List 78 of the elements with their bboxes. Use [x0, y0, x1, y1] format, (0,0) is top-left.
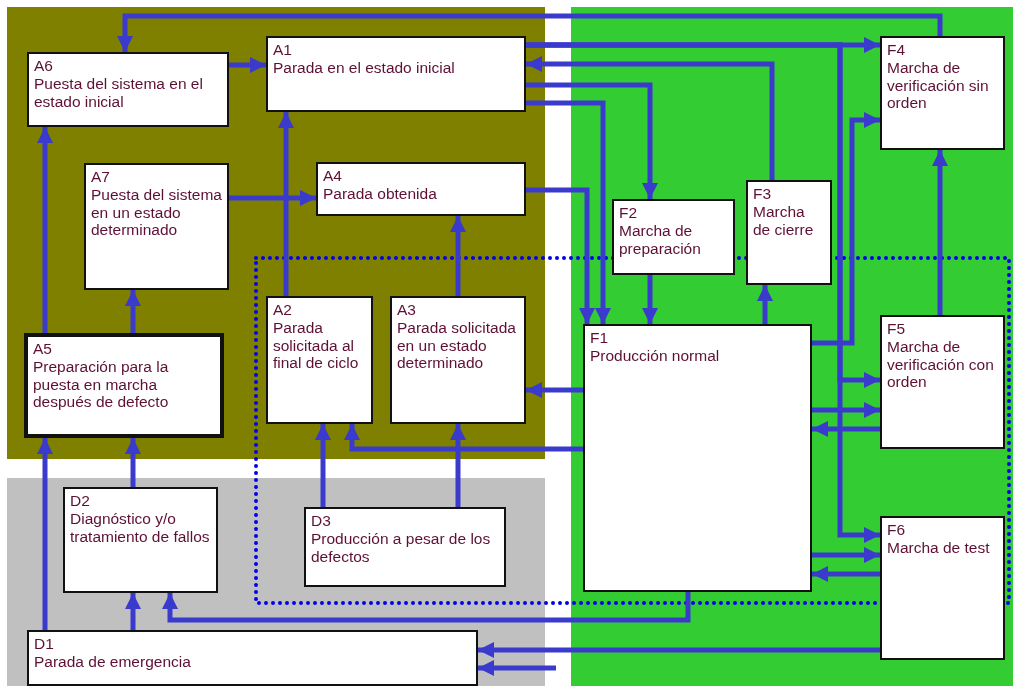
state-box — [612, 199, 735, 275]
arrow — [37, 127, 53, 333]
state-label: Marcha de verificación sin orden — [887, 58, 990, 113]
arrow — [812, 566, 880, 582]
arrow — [526, 187, 595, 324]
state-code: F4 — [887, 41, 907, 59]
arrow — [812, 112, 880, 346]
state-label: Parada en el estado inicial — [273, 58, 456, 77]
state-label: Marcha de cierre — [753, 202, 815, 239]
state-code: F5 — [887, 320, 907, 338]
state-label: Preparación para la puesta en marcha después de defecto — [33, 357, 170, 412]
state-code: F6 — [887, 521, 907, 539]
state-label: Puesta del sistema en el estado inicial — [34, 74, 204, 111]
state-box — [63, 487, 218, 593]
state-label: Producción a pesar de los defectos — [311, 529, 492, 566]
state-code: A1 — [273, 41, 293, 59]
arrow — [478, 642, 880, 658]
state-code: A4 — [323, 167, 343, 185]
state-box — [880, 36, 1005, 150]
state-label: Parada solicitada en un estado determinado — [397, 318, 517, 373]
arrow — [450, 216, 466, 296]
state-box — [266, 36, 526, 112]
state-box — [316, 162, 526, 216]
arrow — [526, 100, 611, 324]
arrow — [478, 660, 556, 676]
state-label: Puesta del sistema en un estado determinado — [91, 185, 222, 240]
arrow — [117, 13, 943, 52]
state-code: A2 — [273, 301, 293, 319]
state-label: Diagnóstico y/o tratamiento de fallos — [70, 509, 211, 546]
arrow — [229, 57, 266, 73]
arrow — [125, 438, 141, 487]
state-box — [880, 315, 1005, 449]
arrow — [812, 547, 880, 563]
arrow — [229, 190, 316, 206]
state-box — [583, 324, 812, 592]
state-code: D2 — [70, 492, 91, 510]
state-box — [880, 516, 1005, 660]
arrow — [757, 285, 773, 324]
arrow — [450, 424, 466, 507]
state-label: Parada de emergencia — [34, 652, 192, 671]
arrow — [315, 424, 331, 507]
arrow — [526, 42, 880, 543]
arrow — [162, 592, 691, 623]
arrow — [642, 275, 658, 324]
state-box — [27, 52, 229, 127]
state-box — [390, 296, 526, 424]
state-code: A5 — [33, 340, 53, 358]
arrow — [526, 382, 583, 398]
arrow — [812, 421, 880, 437]
state-code: F1 — [590, 329, 610, 347]
state-label: Parada obtenida — [323, 184, 438, 203]
arrow — [526, 82, 658, 199]
state-box — [84, 163, 229, 290]
arrow — [37, 438, 53, 630]
arrow — [278, 112, 294, 296]
state-box — [24, 333, 224, 438]
state-box — [266, 296, 373, 424]
state-label: Parada solicitada al final de ciclo — [273, 318, 360, 373]
state-label: Producción normal — [590, 346, 721, 365]
state-label: Marcha de preparación — [619, 221, 702, 258]
state-box — [304, 507, 506, 587]
state-code: A3 — [397, 301, 417, 319]
arrow — [932, 150, 948, 315]
arrow — [812, 402, 880, 418]
state-code: A6 — [34, 57, 54, 75]
state-box — [746, 180, 832, 285]
arrow — [125, 290, 141, 333]
arrow — [526, 56, 775, 180]
state-code: D1 — [34, 635, 55, 653]
state-code: D3 — [311, 512, 332, 530]
arrow — [125, 593, 141, 630]
state-code: F2 — [619, 204, 639, 222]
state-label: Marcha de verificación con orden — [887, 337, 995, 392]
state-code: A7 — [91, 168, 111, 186]
arrow — [344, 424, 583, 452]
state-code: F3 — [753, 185, 773, 203]
state-box — [27, 630, 478, 686]
state-label: Marcha de test — [887, 538, 991, 557]
